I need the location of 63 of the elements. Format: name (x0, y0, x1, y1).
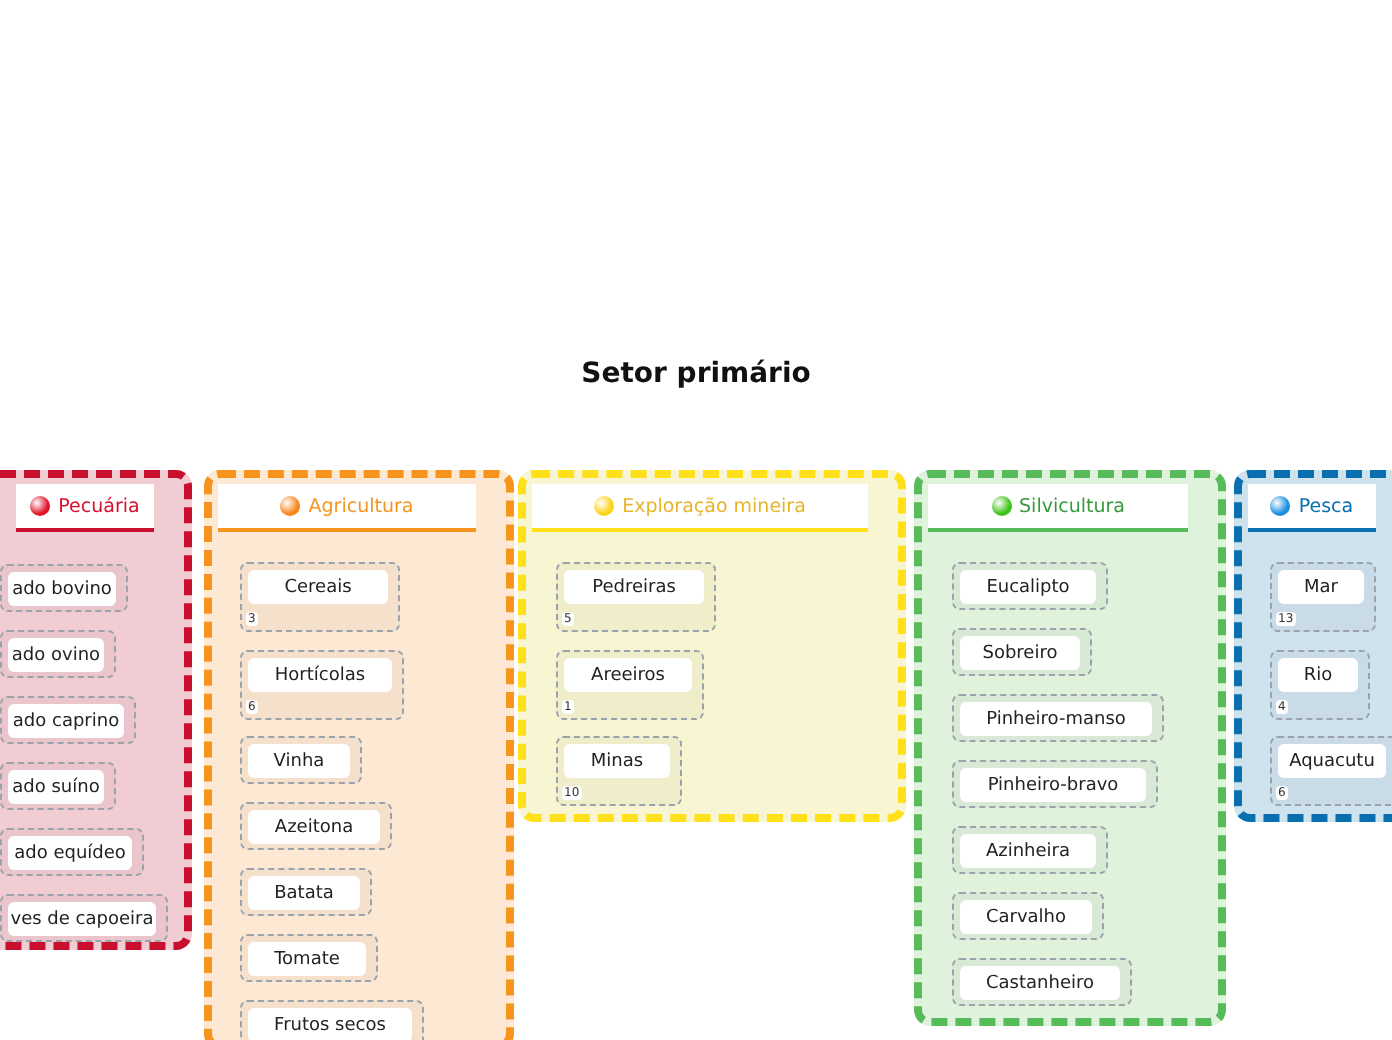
category-panel (518, 470, 906, 822)
item-box (952, 562, 1108, 610)
item-label: Frutos secos (248, 1008, 412, 1040)
category-title: Silvicultura (1019, 495, 1125, 517)
item-label: Cereais (248, 570, 388, 604)
category-title: Exploração mineira (622, 495, 806, 517)
item-box (240, 562, 400, 632)
item-label: Tomate (248, 942, 366, 976)
item-label: Pinheiro-bravo (960, 768, 1146, 802)
item-label: Batata (248, 876, 360, 910)
category-panel (204, 470, 514, 1040)
item-label: Pedreiras (564, 570, 704, 604)
item-box (0, 564, 128, 612)
item-box (1270, 562, 1376, 632)
item-label: Carvalho (960, 900, 1092, 934)
item-box (240, 650, 404, 720)
item-label: Azinheira (960, 834, 1096, 868)
category-panel (1234, 470, 1392, 822)
item-label: Azeitona (248, 810, 380, 844)
item-box (0, 696, 136, 744)
category-title: Pecuária (58, 495, 140, 517)
item-label: ado ovino (8, 638, 104, 672)
item-box (240, 1000, 424, 1040)
item-label: Hortícolas (248, 658, 392, 692)
category-panel (914, 470, 1226, 1026)
item-label: Eucalipto (960, 570, 1096, 604)
category-panel (0, 470, 192, 950)
item-box (952, 958, 1132, 1006)
item-box (240, 802, 392, 850)
item-box (952, 760, 1158, 808)
item-box (952, 892, 1104, 940)
item-label: Areeiros (564, 658, 692, 692)
item-box (0, 894, 168, 942)
item-label: Sobreiro (960, 636, 1080, 670)
item-label: ado caprino (8, 704, 124, 738)
item-box (240, 934, 378, 982)
item-label: Aquacutu (1278, 744, 1386, 778)
item-label: Rio (1278, 658, 1358, 692)
item-box (0, 630, 116, 678)
item-box (1270, 650, 1370, 720)
item-box (952, 694, 1164, 742)
item-label: Minas (564, 744, 670, 778)
item-label: ado equídeo (8, 836, 132, 870)
item-box (0, 762, 116, 810)
item-box (0, 828, 144, 876)
item-label: ado bovino (8, 572, 116, 606)
item-label: Castanheiro (960, 966, 1120, 1000)
item-box (556, 562, 716, 632)
diagram-title: Setor primário (579, 358, 813, 390)
item-box (240, 868, 372, 916)
category-title: Agricultura (308, 495, 414, 517)
item-box (952, 628, 1092, 676)
item-box (556, 650, 704, 720)
category-title: Pesca (1298, 495, 1354, 517)
item-box (240, 736, 362, 784)
item-label: ado suíno (8, 770, 104, 804)
item-label: ves de capoeira (8, 902, 156, 936)
item-label: Mar (1278, 570, 1364, 604)
item-box (952, 826, 1108, 874)
item-label: Vinha (248, 744, 350, 778)
item-box (556, 736, 682, 806)
item-box (1270, 736, 1392, 806)
item-label: Pinheiro-manso (960, 702, 1152, 736)
